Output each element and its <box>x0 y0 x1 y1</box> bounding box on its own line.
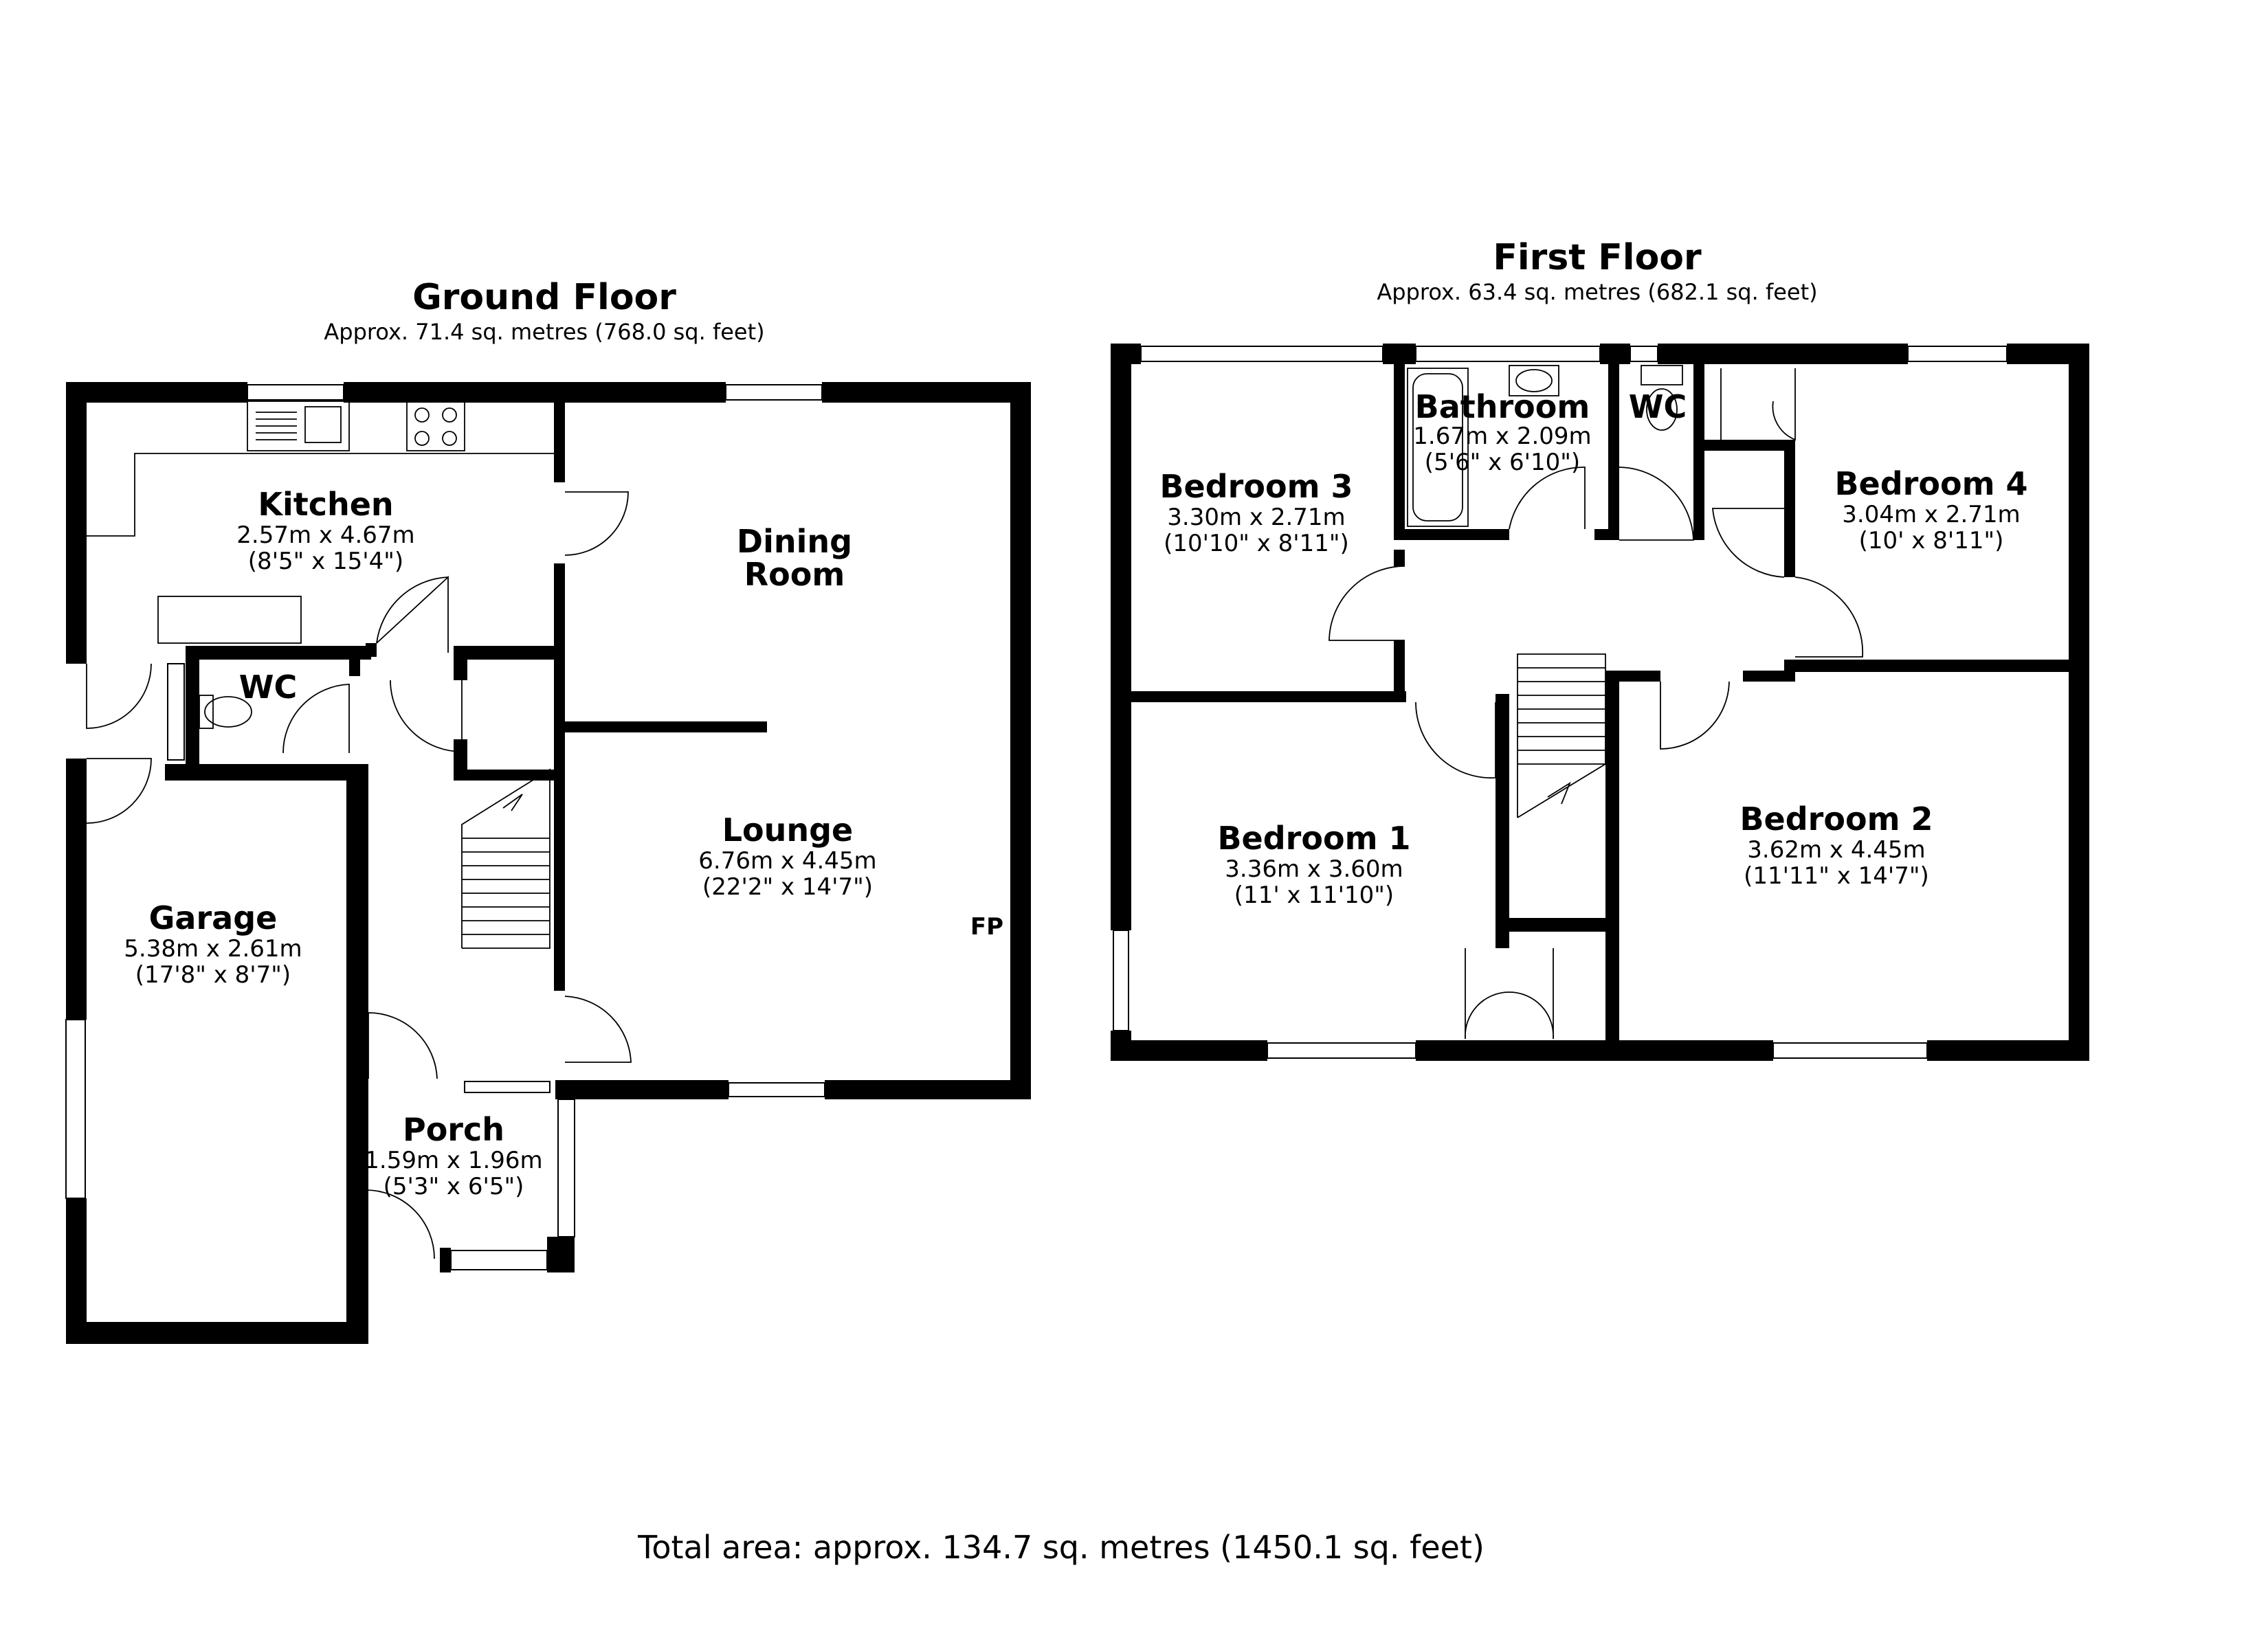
ground-wc-name: WC <box>239 669 298 706</box>
bathroom-fittings <box>1407 365 1683 527</box>
porch-metric: 1.59m x 1.96m <box>364 1147 542 1174</box>
first-floor-walls <box>1111 344 2089 1061</box>
toilet-icon <box>199 695 252 729</box>
first-floor-plan: First Floor Approx. 63.4 sq. metres (682… <box>1111 237 2089 1061</box>
first-floor-title: First Floor <box>1493 237 1702 278</box>
dining-name-line1: Dining <box>737 523 852 560</box>
lounge-name: Lounge <box>722 811 854 849</box>
bedroom1-name: Bedroom 1 <box>1217 820 1410 857</box>
bedroom3-metric: 3.30m x 2.71m <box>1167 504 1345 531</box>
bedroom1-imperial: (11' x 11'10") <box>1234 882 1394 909</box>
total-area: Total area: approx. 134.7 sq. metres (14… <box>637 1529 1485 1566</box>
dining-name-line2: Room <box>744 556 845 593</box>
kitchen-metric: 2.57m x 4.67m <box>236 521 414 549</box>
bedroom3-name: Bedroom 3 <box>1159 468 1353 505</box>
kitchen-fittings <box>87 401 554 644</box>
ground-floor-area: Approx. 71.4 sq. metres (768.0 sq. feet) <box>324 319 764 345</box>
ground-floor-windows <box>65 384 825 1270</box>
first-wc-name: WC <box>1629 388 1687 425</box>
bedroom2-metric: 3.62m x 4.45m <box>1747 836 1925 864</box>
first-floor-windows <box>1113 346 2008 1059</box>
lounge-imperial: (22'2" x 14'7") <box>702 873 873 901</box>
fireplace-label: FP <box>970 913 1003 941</box>
bathroom-metric: 1.67m x 2.09m <box>1413 423 1591 450</box>
bathroom-imperial: (5'6" x 6'10") <box>1425 449 1580 476</box>
kitchen-name: Kitchen <box>258 486 393 523</box>
garage-imperial: (17'8" x 8'7") <box>135 961 291 989</box>
porch-name: Porch <box>403 1111 504 1148</box>
first-floor-stairs <box>1517 653 1606 818</box>
ground-floor-walls <box>66 382 1031 1344</box>
garage-name: Garage <box>149 899 278 936</box>
ground-floor-doors <box>86 491 632 1261</box>
ground-floor-stairs <box>461 768 551 949</box>
lounge-metric: 6.76m x 4.45m <box>698 847 876 875</box>
porch-imperial: (5'3" x 6'5") <box>383 1173 524 1200</box>
kitchen-imperial: (8'5" x 15'4") <box>248 548 403 575</box>
bathroom-name: Bathroom <box>1415 388 1590 425</box>
first-floor-area: Approx. 63.4 sq. metres (682.1 sq. feet) <box>1377 279 1817 305</box>
bedroom4-imperial: (10' x 8'11") <box>1859 527 2004 554</box>
bedroom4-name: Bedroom 4 <box>1834 465 2027 502</box>
ground-floor-title: Ground Floor <box>412 277 676 318</box>
bedroom1-metric: 3.36m x 3.60m <box>1225 855 1403 883</box>
bedroom3-imperial: (10'10" x 8'11") <box>1164 530 1349 557</box>
bedroom2-name: Bedroom 2 <box>1739 800 1933 838</box>
ground-floor-plan: Ground Floor Approx. 71.4 sq. metres (76… <box>65 277 1031 1344</box>
bedroom2-imperial: (11'11" x 14'7") <box>1744 862 1929 890</box>
garage-metric: 5.38m x 2.61m <box>124 935 302 963</box>
first-floor-doors <box>1328 368 1864 1040</box>
bedroom4-metric: 3.04m x 2.71m <box>1842 501 2020 528</box>
